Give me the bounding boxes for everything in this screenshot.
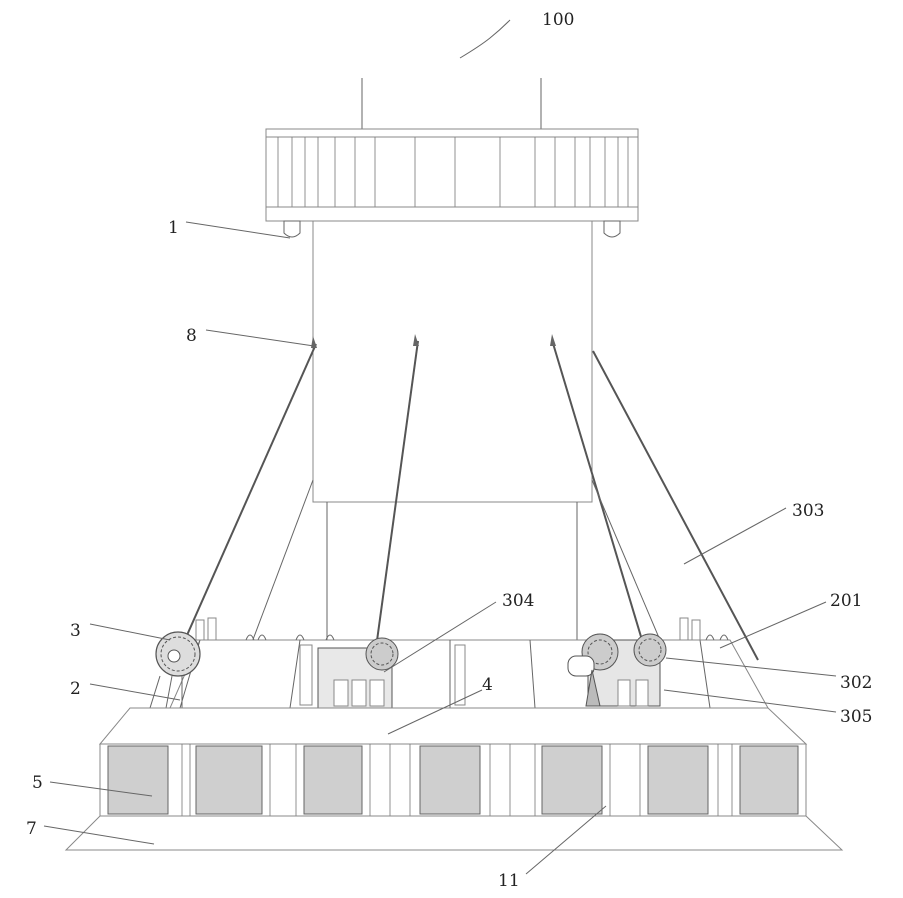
label-1: 1 — [168, 218, 179, 238]
upper-frame-bottom-rail — [266, 207, 638, 221]
leader-201 — [720, 602, 826, 648]
column-body — [313, 221, 592, 502]
label-5: 5 — [32, 773, 43, 793]
label-2: 2 — [70, 679, 81, 699]
leader-303 — [684, 508, 786, 564]
leader-2 — [90, 684, 180, 700]
label-303: 303 — [792, 501, 824, 521]
central-column — [313, 221, 592, 640]
upper-frame — [266, 78, 638, 237]
label-305: 305 — [840, 707, 872, 727]
label-201: 201 — [830, 591, 862, 611]
lower-deck — [100, 708, 806, 816]
leader-100 — [460, 20, 510, 58]
upper-frame-top-rail — [266, 129, 638, 137]
label-8: 8 — [186, 326, 197, 346]
label-4: 4 — [482, 675, 493, 695]
label-100: 100 — [542, 10, 574, 30]
deck-top-plate — [100, 708, 806, 744]
leader-3 — [90, 624, 170, 640]
upper-frame-body — [266, 137, 638, 207]
winch-center-left — [318, 638, 398, 708]
middle-platform — [170, 618, 768, 708]
leader-8 — [206, 330, 314, 346]
label-302: 302 — [840, 673, 872, 693]
label-7: 7 — [26, 819, 37, 839]
base-plate — [66, 816, 842, 850]
platform-beam — [170, 640, 768, 708]
deck-modules — [108, 744, 798, 816]
label-11: 11 — [498, 871, 520, 891]
leader-1 — [186, 222, 290, 238]
label-304: 304 — [502, 591, 534, 611]
label-3: 3 — [70, 621, 81, 641]
